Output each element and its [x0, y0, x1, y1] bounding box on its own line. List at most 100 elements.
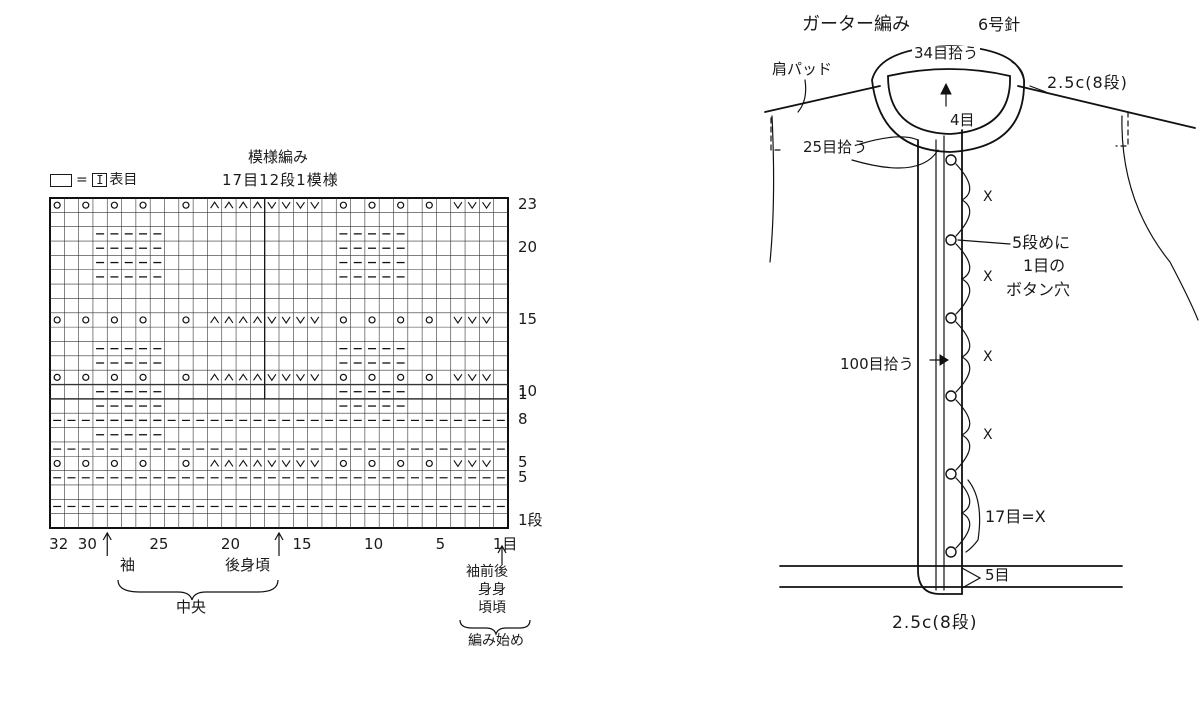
blank-cell-icon	[50, 173, 72, 187]
yarn-over-mark	[53, 316, 61, 324]
yarn-over-mark	[139, 316, 147, 324]
start-body-label: 身身	[478, 582, 506, 598]
decrease-mark	[238, 373, 248, 381]
start-label: 編み始め	[468, 633, 524, 649]
center-brace	[117, 579, 279, 601]
decrease-mark	[267, 460, 277, 468]
decrease-mark	[482, 316, 491, 324]
arrowhead	[497, 544, 507, 554]
shoulder-pad-leader	[797, 79, 807, 113]
front-pickup-arrowhead	[939, 354, 949, 366]
column-label: 25	[149, 535, 169, 553]
row-label: 1段	[518, 510, 543, 529]
neckband-inner	[887, 68, 1011, 135]
decrease-mark	[482, 201, 491, 210]
row-label: 1	[518, 384, 528, 403]
shoulder-pad-label: 肩パッド	[772, 60, 833, 78]
scallop-curve	[955, 477, 971, 549]
start-brace	[459, 619, 531, 636]
x-definition-label: 17目=X	[985, 507, 1046, 526]
decrease-mark	[467, 460, 477, 468]
decrease-mark	[281, 374, 291, 382]
decrease-mark	[310, 374, 320, 382]
decrease-mark	[453, 460, 463, 468]
buttonhole-line-2: 1目の	[1023, 256, 1066, 275]
decrease-mark	[453, 316, 463, 324]
decrease-mark	[238, 201, 248, 209]
yarn-over-mark	[139, 373, 147, 381]
front-band-outer	[917, 129, 963, 595]
yarn-over-mark	[397, 316, 405, 324]
scallop-curve	[955, 163, 971, 237]
yarn-over-mark	[110, 373, 119, 381]
yarn-over-mark	[339, 373, 348, 381]
yarn-over-mark	[182, 373, 190, 381]
buttonhole-line-3: ボタン穴	[1006, 280, 1071, 299]
column-label: 15	[292, 535, 312, 553]
yarn-over-mark	[339, 459, 348, 468]
buttonhole-mark	[945, 312, 957, 324]
decrease-mark	[224, 373, 234, 381]
row-label: 5	[518, 467, 528, 486]
column-label: 30	[77, 535, 97, 553]
right-armhole	[1121, 115, 1199, 321]
row-label: 8	[518, 410, 528, 429]
scallop-curve	[955, 321, 971, 393]
decrease-mark	[253, 315, 262, 324]
yarn-over-mark	[53, 459, 61, 468]
column-label: 20	[220, 535, 240, 553]
start-neck-label: 頃頃	[478, 600, 506, 616]
arrowhead	[274, 531, 284, 541]
yarn-over-mark	[368, 373, 376, 381]
row-label: 10	[518, 381, 538, 400]
buttonhole-leader	[957, 239, 1011, 245]
side-pickup-curve	[851, 149, 939, 169]
start-cols-label: 袖前後	[466, 564, 508, 580]
chart-repeat: 17目12段1模様	[222, 171, 339, 189]
buttonhole-mark	[945, 546, 957, 558]
decrease-mark	[238, 315, 248, 324]
yarn-over-mark	[397, 201, 405, 209]
five-stitch-pointer	[961, 567, 982, 589]
yarn-over-mark	[110, 459, 119, 468]
decrease-mark	[210, 459, 220, 467]
yarn-over-mark	[397, 459, 405, 468]
right-shoulder-line	[1017, 85, 1196, 129]
decrease-mark	[267, 316, 277, 324]
decrease-mark	[467, 374, 477, 382]
four-stitch-label: 4目	[950, 111, 975, 129]
five-stitch-label: 5目	[985, 566, 1010, 584]
yarn-over-mark	[182, 459, 190, 468]
decrease-mark	[224, 315, 234, 324]
center-label: 中央	[176, 598, 207, 616]
chart-title: 模様編み	[248, 148, 309, 166]
scallop-curve	[955, 399, 971, 471]
x-mark-3: X	[983, 349, 993, 365]
neck-pickup-label: 34目拾う	[912, 44, 981, 62]
decrease-mark	[224, 201, 234, 209]
yarn-over-mark	[139, 201, 147, 209]
decrease-mark	[253, 459, 262, 467]
yarn-over-mark	[368, 459, 376, 468]
needle-label: 6号針	[978, 15, 1021, 34]
yarn-over-mark	[368, 201, 376, 209]
yarn-over-mark	[53, 201, 61, 209]
decrease-mark	[210, 201, 220, 209]
yarn-over-mark	[110, 316, 119, 324]
legend-equals: =	[76, 172, 88, 188]
decrease-mark	[310, 316, 320, 324]
yarn-over-mark	[368, 316, 376, 324]
width-top-label: 2.5c(8段)	[1047, 73, 1128, 92]
decrease-mark	[296, 374, 305, 382]
yarn-over-mark	[182, 201, 190, 209]
side-pickup-leader	[859, 136, 919, 145]
decrease-mark	[210, 373, 220, 381]
yarn-over-mark	[53, 373, 61, 381]
right-shoulder-pad	[1115, 111, 1129, 147]
decrease-mark	[238, 459, 248, 467]
yarn-over-mark	[425, 201, 433, 209]
side-pickup-label: 25目拾う	[803, 138, 868, 156]
column-label: 32	[49, 535, 69, 553]
width-top-leader	[1029, 85, 1047, 93]
decrease-mark	[210, 315, 220, 324]
